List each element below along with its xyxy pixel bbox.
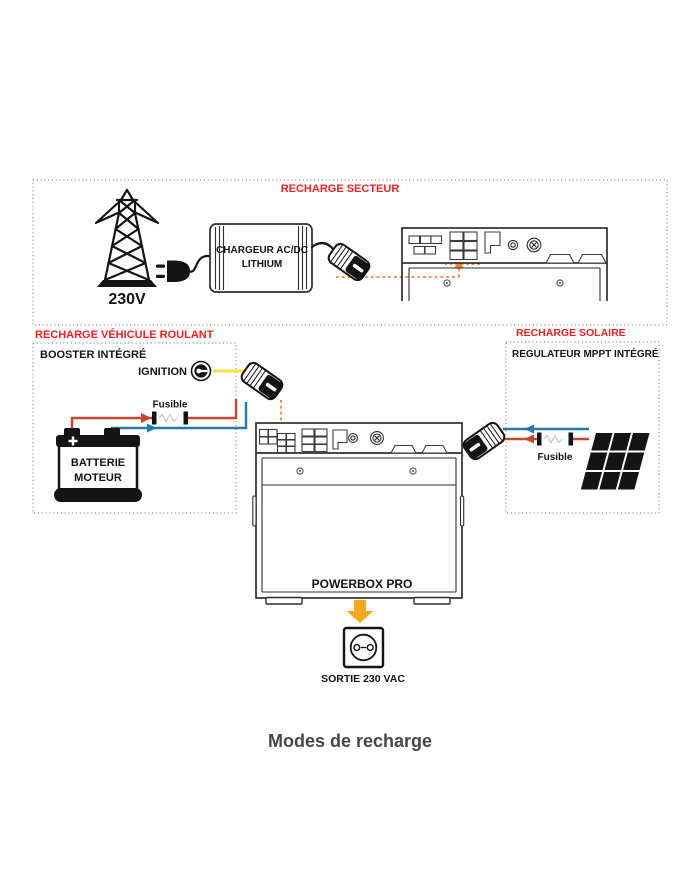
solaire-dotted-border	[505, 341, 660, 514]
solar-blue-arrow	[524, 424, 534, 434]
electricity-pylon-icon	[94, 188, 160, 287]
panel-lug-left	[545, 253, 575, 264]
output-label: SORTIE 230 VAC	[321, 673, 405, 685]
page-caption: Modes de recharge	[268, 731, 432, 751]
panel-lug-right	[577, 253, 607, 264]
solaire-fuse-label: Fusible	[537, 452, 572, 463]
powerbox-lug-right	[421, 444, 448, 454]
powerbox-rear-panel-icon	[401, 227, 608, 301]
powerbox-main-connector	[301, 428, 328, 453]
solar-panel-icon	[580, 433, 650, 490]
red-wire-arrow	[141, 413, 152, 423]
solar-red-arrow	[524, 434, 534, 444]
recharge-secteur-section: RECHARGE SECTEUR 230V CHARGEUR AC/DC LIT…	[32, 179, 668, 326]
down-arrow-icon	[346, 600, 374, 623]
solaire-title: RECHARGE SOLAIRE	[516, 327, 626, 339]
fuse-icon	[152, 411, 188, 425]
powerbox-device: POWERBOX PRO	[252, 400, 466, 605]
battery-label-line1: BATTERIE	[71, 457, 125, 469]
ac-dc-charger-icon: CHARGEUR AC/DC LITHIUM	[209, 223, 313, 293]
car-battery-icon: BATTERIE MOTEUR	[54, 428, 142, 502]
ignition-switch-icon	[190, 360, 212, 382]
powerbox-panel-cluster	[258, 428, 296, 454]
panel-main-connector	[449, 231, 478, 261]
charger-label-line1: CHARGEUR AC/DC	[216, 245, 308, 256]
solar-fuse-icon	[537, 432, 573, 446]
battery-label-line2: MOTEUR	[74, 472, 122, 484]
wall-socket-icon	[342, 626, 385, 669]
vehicule-subtitle: BOOSTER INTÉGRÉ	[40, 348, 146, 361]
charger-label-line2: LITHIUM	[242, 259, 283, 270]
ignition-label: IGNITION	[138, 366, 187, 378]
solaire-subtitle: REGULATEUR MPPT INTÉGRÉ	[512, 347, 659, 360]
power-plug-icon	[156, 254, 214, 282]
recharge-solaire-section: RECHARGE SOLAIRE REGULATEUR MPPT INTÉGRÉ…	[460, 327, 660, 514]
blue-wire-arrow	[147, 423, 157, 433]
solar-connector-plug-icon	[460, 419, 508, 463]
battery-plus-sign	[68, 436, 78, 446]
recharge-vehicule-section: RECHARGE VÉHICULE ROULANT BOOSTER INTÉGR…	[32, 328, 286, 514]
plug-cable	[188, 254, 214, 273]
panel-clip-connector	[484, 231, 501, 254]
vehicle-connector-plug-icon	[238, 359, 286, 403]
vehicule-fuse-label: Fusible	[152, 400, 187, 411]
powerbox-lug-left	[390, 444, 417, 454]
powerbox-clip-connector	[332, 429, 348, 450]
powerbox-label: POWERBOX PRO	[312, 577, 413, 591]
grid-voltage-label: 230V	[108, 291, 146, 308]
panel-connector-cluster	[408, 235, 443, 255]
secteur-title: RECHARGE SECTEUR	[281, 183, 400, 195]
vehicule-title: RECHARGE VÉHICULE ROULANT	[35, 328, 214, 341]
charger-output-cable	[310, 242, 335, 251]
